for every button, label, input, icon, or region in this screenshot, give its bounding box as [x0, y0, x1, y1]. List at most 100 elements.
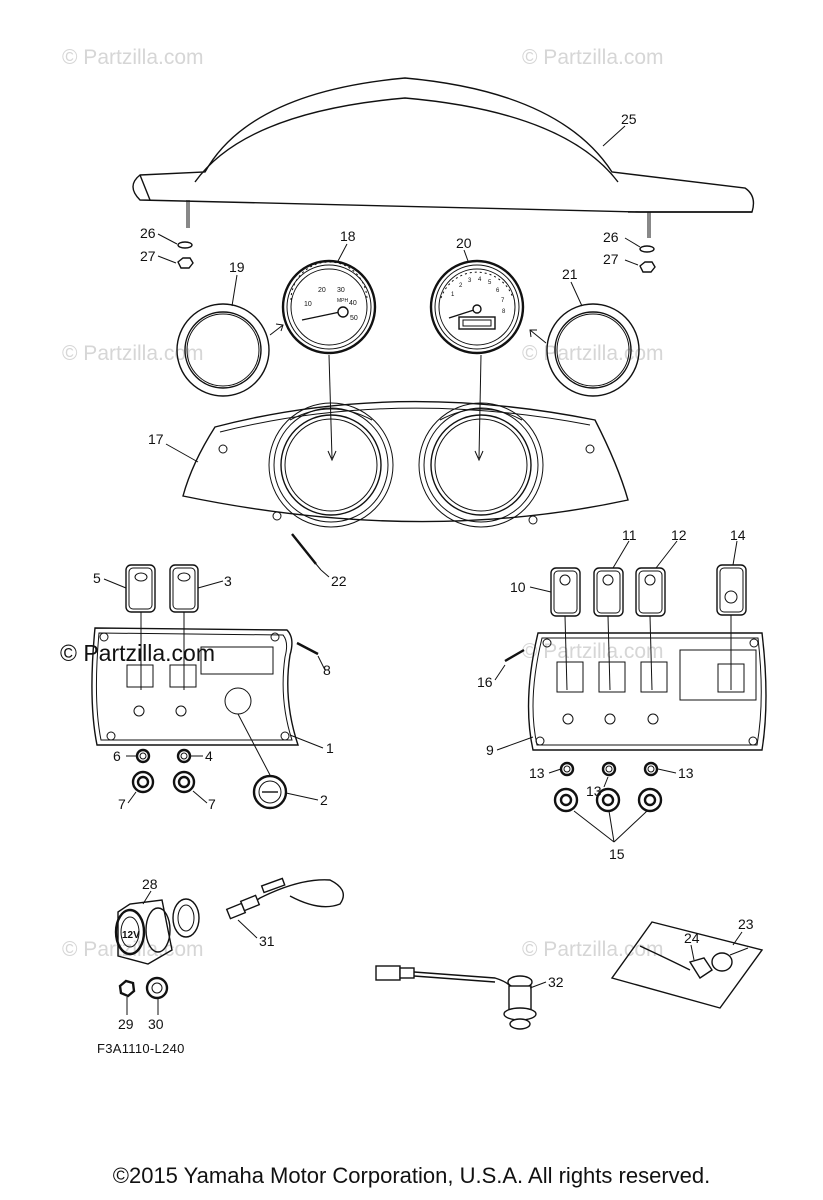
- callout-10: 10: [510, 579, 526, 595]
- callout-7-left: 7: [118, 796, 126, 812]
- outlet-12v-label: 12V: [122, 930, 140, 941]
- wire-harness-31: [225, 877, 344, 920]
- indicator-lamp-13-b: [601, 761, 617, 777]
- tachometer-gauge: 1 2 3 4 5 6 7 8: [429, 259, 525, 462]
- speedo-unit: MPH: [337, 298, 349, 304]
- washer-right: [639, 245, 655, 253]
- callout-29: 29: [118, 1016, 134, 1032]
- switch-panel-left: [91, 627, 299, 746]
- switch-kit-23: [610, 921, 764, 1009]
- indicator-lamp-13-a: [559, 761, 575, 777]
- grommet-7-left: [131, 770, 155, 794]
- callout-17: 17: [148, 431, 164, 447]
- speedo-tick-20: 20: [318, 287, 326, 294]
- speedometer-gauge: 10 20 30 40 50 MPH: [281, 259, 377, 462]
- callout-9: 9: [486, 742, 494, 758]
- tach-tick-4: 4: [478, 277, 482, 283]
- callout-11: 11: [622, 527, 637, 543]
- callout-3: 3: [224, 573, 232, 589]
- callout-26-left: 26: [140, 225, 156, 241]
- bezel-ring-right: [546, 303, 640, 397]
- rocker-switch-5: [125, 564, 156, 613]
- rocker-switch-11: [593, 567, 624, 617]
- callout-27-right: 27: [603, 251, 619, 267]
- screw-8: [296, 641, 319, 656]
- nut-left: [177, 257, 194, 269]
- figure-code: F3A1110-L240: [97, 1041, 185, 1056]
- grommet-15-c: [637, 787, 663, 813]
- callout-13-a: 13: [529, 765, 545, 781]
- watermark-top-right: © Partzilla.com: [522, 46, 664, 69]
- dash-cover: [132, 77, 755, 238]
- nut-29: [118, 979, 136, 998]
- screw-16: [504, 648, 525, 663]
- tach-tick-8: 8: [502, 309, 506, 315]
- callout-24: 24: [684, 930, 700, 946]
- watermark-lower-right: © Partzilla.com: [522, 640, 664, 663]
- callout-18: 18: [340, 228, 356, 244]
- callout-16: 16: [477, 674, 493, 690]
- callout-27-left: 27: [140, 248, 156, 264]
- callout-labels: 1 2 3 4 5 6 7 7 8 9 10 11 12 13 13 13 14…: [93, 111, 754, 1032]
- callout-32: 32: [548, 974, 564, 990]
- grommet-7-right: [172, 770, 196, 794]
- speedo-tick-30: 30: [337, 287, 345, 294]
- callout-31: 31: [259, 933, 275, 949]
- callout-13-c: 13: [678, 765, 694, 781]
- copyright-notice: ©2015 Yamaha Motor Corporation, U.S.A. A…: [112, 1163, 711, 1188]
- speedo-tick-10: 10: [304, 301, 312, 308]
- callout-26-right: 26: [603, 229, 619, 245]
- callout-13-b: 13: [586, 783, 602, 799]
- tach-tick-7: 7: [501, 298, 505, 304]
- callout-28: 28: [142, 876, 158, 892]
- watermark-mid-left: © Partzilla.com: [62, 342, 204, 365]
- ignition-cap: [252, 774, 288, 810]
- callout-12: 12: [671, 527, 687, 543]
- washer-30: [145, 976, 169, 1000]
- bezel-ring-left: [176, 303, 270, 397]
- gauge-panel: [182, 400, 629, 528]
- callout-4: 4: [205, 748, 213, 764]
- tach-tick-6: 6: [496, 288, 500, 294]
- rocker-switch-12: [635, 567, 666, 617]
- rocker-switch-3: [169, 564, 199, 613]
- callout-15: 15: [609, 846, 625, 862]
- tach-tick-1: 1: [451, 292, 455, 298]
- tach-tick-2: 2: [459, 283, 463, 289]
- partzilla-stamp: © Partzilla.com: [60, 640, 215, 666]
- speedo-tick-50: 50: [350, 315, 358, 322]
- callout-7-right: 7: [208, 796, 216, 812]
- toggle-switch-14: [716, 564, 747, 616]
- nut-right: [639, 261, 656, 273]
- callout-19: 19: [229, 259, 245, 275]
- power-outlet-12v: 12V: [114, 898, 200, 965]
- callout-1: 1: [326, 740, 334, 756]
- indicator-lamp-6: [135, 748, 151, 764]
- connector-32: [375, 965, 537, 1030]
- switch-panel-right: [527, 632, 767, 751]
- speedo-tick-40: 40: [349, 300, 357, 307]
- callout-30: 30: [148, 1016, 164, 1032]
- grommet-15-a: [553, 787, 579, 813]
- callout-6: 6: [113, 748, 121, 764]
- callout-23: 23: [738, 916, 754, 932]
- leader-lines: [103, 125, 743, 1015]
- rocker-switch-10: [550, 567, 581, 617]
- panel-screw: [291, 533, 322, 571]
- callout-25: 25: [621, 111, 637, 127]
- callout-20: 20: [456, 235, 472, 251]
- washer-left: [177, 241, 193, 249]
- callout-14: 14: [730, 527, 746, 543]
- indicator-lamp-4: [176, 748, 192, 764]
- indicator-lamp-13-c: [643, 761, 659, 777]
- callout-5: 5: [93, 570, 101, 586]
- watermark-top-left: © Partzilla.com: [62, 46, 204, 69]
- tach-tick-5: 5: [488, 280, 492, 286]
- grommet-15-b: [595, 787, 621, 813]
- tach-tick-3: 3: [468, 278, 472, 284]
- callout-2: 2: [320, 792, 328, 808]
- callout-22: 22: [331, 573, 347, 589]
- callout-8: 8: [323, 662, 331, 678]
- callout-21: 21: [562, 266, 578, 282]
